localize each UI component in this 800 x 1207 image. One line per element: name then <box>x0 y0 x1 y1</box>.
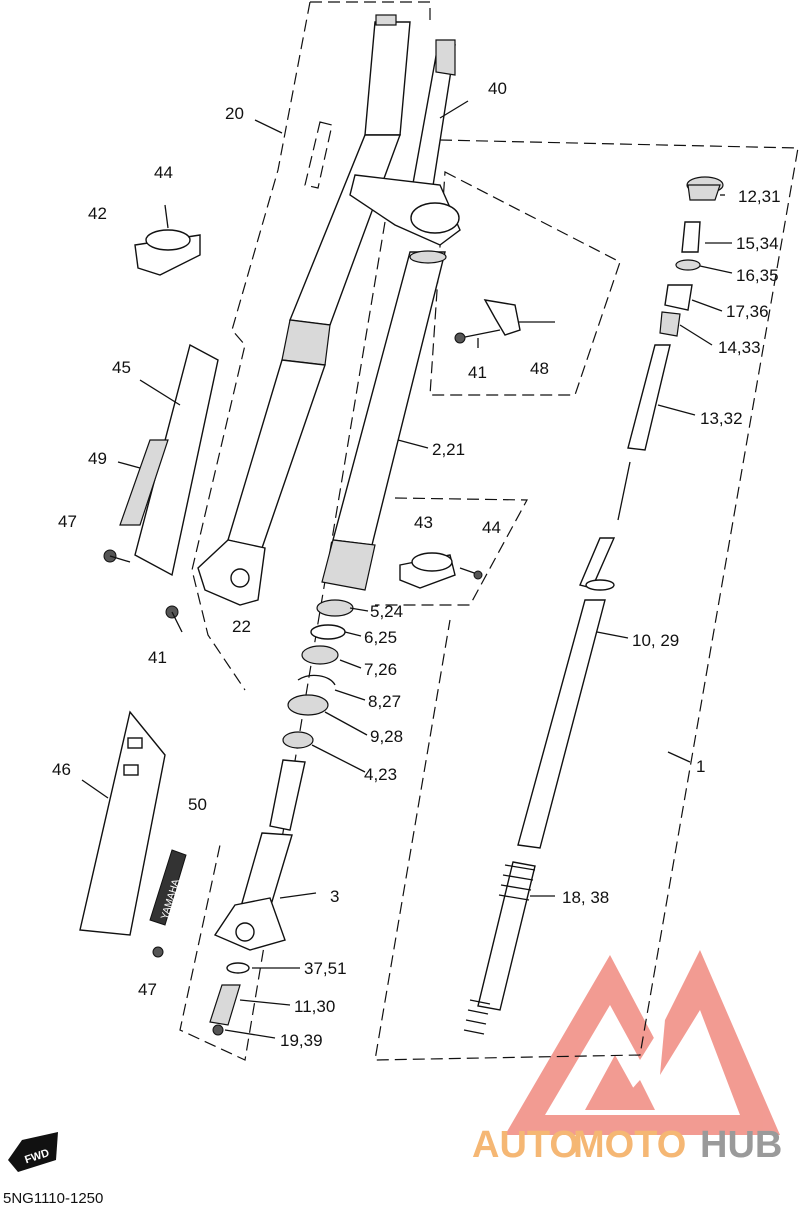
watermark-text: AUTO MOTO HUB <box>472 1124 782 1166</box>
fork-guard-45 <box>103 343 219 633</box>
fwd-arrow-icon: FWD <box>8 1132 58 1172</box>
watermark-moto: MOTO <box>573 1124 686 1166</box>
callout-50: 50 <box>188 795 207 814</box>
callout-5-24: 5,24 <box>370 602 403 621</box>
callout-12-31: 12,31 <box>738 187 781 206</box>
callout-14-33: 14,33 <box>718 338 761 357</box>
callout-19-39: 19,39 <box>280 1031 323 1050</box>
callout-45: 45 <box>112 358 131 377</box>
callout-9-28: 9,28 <box>370 727 403 746</box>
callout-37-51: 37,51 <box>304 959 347 978</box>
callout-13-32: 13,32 <box>700 409 743 428</box>
seals-rings <box>282 599 354 749</box>
callout-47b: 47 <box>138 980 157 999</box>
outer-tube-3 <box>209 759 306 1036</box>
callout-2-21: 2,21 <box>432 440 465 459</box>
callout-4-23: 4,23 <box>364 765 397 784</box>
fork-guard-46 <box>79 710 166 958</box>
callout-18-38: 18, 38 <box>562 888 609 907</box>
callout-11-30: 11,30 <box>294 997 335 1016</box>
callouts: 20 40 44 42 12,31 15,34 16,35 17,36 14,3… <box>52 79 781 1050</box>
callout-17-36: 17,36 <box>726 302 769 321</box>
callout-7-26: 7,26 <box>364 660 397 679</box>
callout-41: 41 <box>468 363 487 382</box>
callout-43: 43 <box>414 513 433 532</box>
catalog-code: 5NG1110-1250 <box>3 1190 103 1207</box>
damper-rod-assembly <box>463 176 724 1035</box>
callout-15-34: 15,34 <box>736 234 779 253</box>
callout-44b: 44 <box>482 518 501 537</box>
callout-1: 1 <box>696 757 705 776</box>
leader-lines <box>81 100 733 1039</box>
callout-10-29: 10, 29 <box>632 631 679 650</box>
clamp-43 <box>399 552 483 589</box>
callout-6-25: 6,25 <box>364 628 397 647</box>
callout-41b: 41 <box>148 648 167 667</box>
dashed-boundaries <box>179 1 799 1061</box>
callout-46: 46 <box>52 760 71 779</box>
inner-tube-2-21 <box>321 250 447 591</box>
yamaha-decal-50: YAMAHA <box>149 849 187 926</box>
callout-49: 49 <box>88 449 107 468</box>
callout-22: 22 <box>232 617 251 636</box>
callout-44: 44 <box>154 163 173 182</box>
watermark-auto: AUTO <box>472 1124 579 1166</box>
callout-42: 42 <box>88 204 107 223</box>
callout-16-35: 16,35 <box>736 266 779 285</box>
steering-stem-40 <box>349 39 461 246</box>
callout-3: 3 <box>330 887 339 906</box>
bracket-48 <box>454 299 521 344</box>
clamp-42 <box>134 204 201 276</box>
callout-48: 48 <box>530 359 549 378</box>
callout-20: 20 <box>225 104 244 123</box>
watermark-hub: HUB <box>700 1124 782 1166</box>
callout-40: 40 <box>488 79 507 98</box>
callout-8-27: 8,27 <box>368 692 401 711</box>
callout-47: 47 <box>58 512 77 531</box>
